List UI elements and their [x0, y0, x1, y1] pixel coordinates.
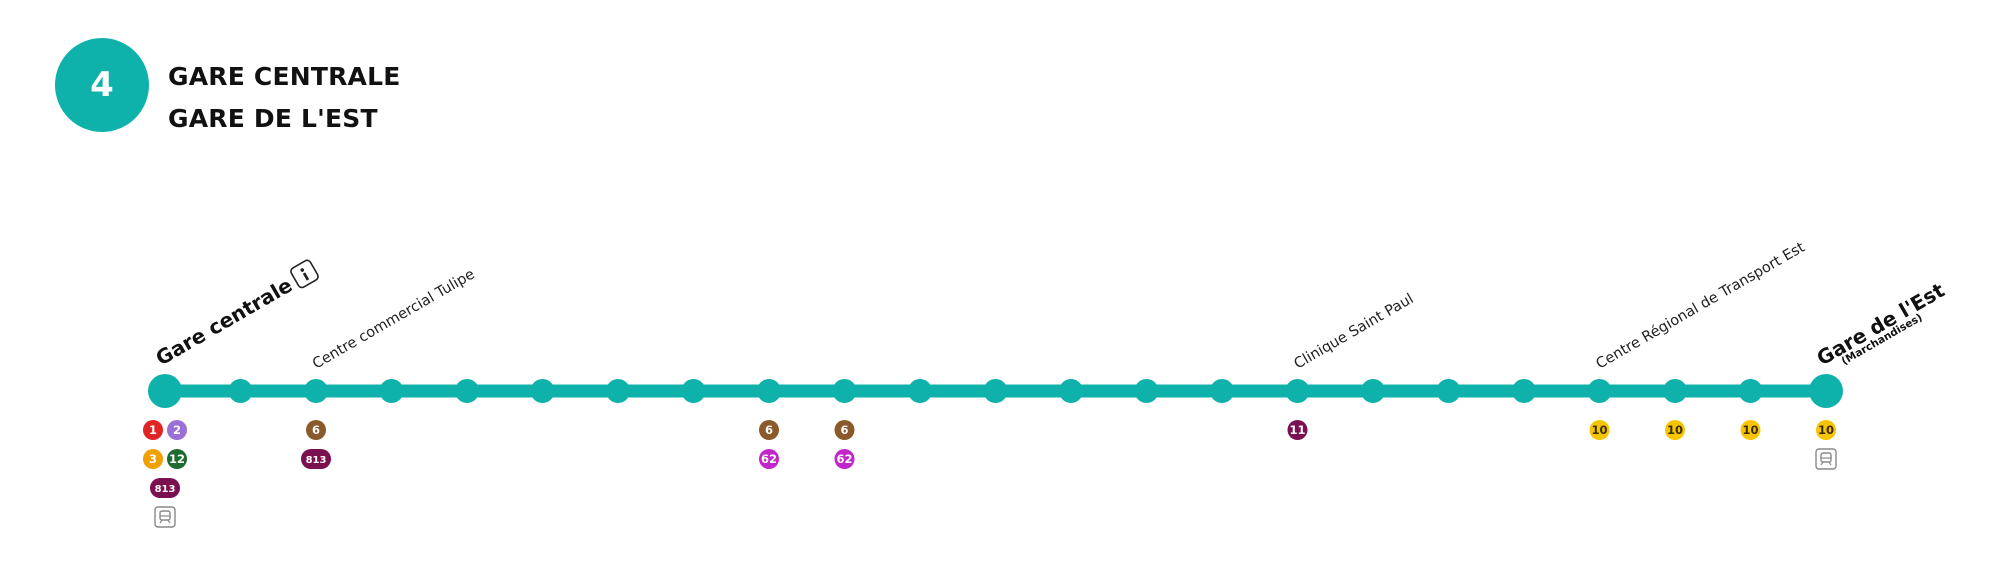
- stop-dot[interactable]: [1059, 379, 1083, 403]
- stop-dot[interactable]: [832, 379, 857, 403]
- stop-dot[interactable]: [1809, 374, 1843, 408]
- route-number: 10: [1667, 423, 1683, 437]
- route-number: 6: [840, 423, 848, 437]
- route-number: 6: [312, 423, 320, 437]
- terminus-destination: GARE DE L'EST: [168, 104, 378, 133]
- route-badge[interactable]: [306, 420, 326, 440]
- route-badge[interactable]: [759, 420, 779, 440]
- train-icon: [1815, 448, 1837, 470]
- stop-label-group: Centre Régional de Transport Est: [1594, 239, 1808, 372]
- stop-label-group: Gare centrale: [152, 273, 297, 370]
- route-badge[interactable]: [1287, 420, 1308, 440]
- terminus-origin: GARE CENTRALE: [168, 62, 401, 91]
- stop-dot[interactable]: [228, 379, 253, 403]
- line-number: 4: [90, 65, 114, 105]
- route-badge[interactable]: [1589, 420, 1610, 440]
- route-number: 1: [149, 423, 157, 437]
- stop-name: Clinique Saint Paul: [1292, 291, 1417, 372]
- stop-name: Centre Régional de Transport Est: [1594, 239, 1808, 372]
- stop-label-group: Gare de l'Est: [1813, 278, 1949, 371]
- stop-dot[interactable]: [1512, 379, 1536, 403]
- stop-label-group: Clinique Saint Paul: [1292, 291, 1417, 372]
- stop-dot[interactable]: [681, 379, 706, 403]
- stop-dot[interactable]: [908, 379, 932, 403]
- stop-dot[interactable]: [1361, 379, 1385, 403]
- stop-dot[interactable]: [1587, 379, 1612, 403]
- route-badge[interactable]: [834, 449, 855, 469]
- stop-dot[interactable]: [1663, 379, 1687, 403]
- stop-dot[interactable]: [757, 379, 781, 403]
- route-badge[interactable]: [1665, 420, 1685, 440]
- route-badge[interactable]: [167, 420, 187, 440]
- stop-name: Gare centrale: [152, 273, 297, 370]
- stop-label-group: Centre commercial Tulipe: [310, 266, 478, 372]
- route-number: 10: [1742, 423, 1758, 437]
- stop-dot[interactable]: [1134, 379, 1159, 403]
- route-number: 10: [1591, 423, 1607, 437]
- stop-dot[interactable]: [606, 379, 630, 403]
- route-badge[interactable]: [834, 420, 855, 440]
- route-number: 12: [169, 452, 185, 466]
- route-badge[interactable]: [1816, 420, 1836, 440]
- train-icon: [154, 506, 176, 528]
- route-badge[interactable]: [143, 449, 163, 469]
- stop-dot[interactable]: [983, 379, 1008, 403]
- stop-dot[interactable]: [455, 379, 479, 403]
- route-number: 2: [173, 423, 181, 437]
- route-badge[interactable]: [759, 449, 779, 469]
- route-number: 813: [306, 455, 327, 466]
- route-badge[interactable]: [143, 420, 163, 440]
- stop-dot[interactable]: [148, 374, 182, 408]
- info-icon[interactable]: [289, 259, 319, 289]
- stop-dot[interactable]: [530, 379, 555, 403]
- stop-dot[interactable]: [1436, 379, 1461, 403]
- stop-dot[interactable]: [1210, 379, 1234, 403]
- route-number: 10: [1818, 423, 1834, 437]
- route-number: 62: [836, 452, 852, 466]
- line-number-badge: 4: [55, 38, 149, 132]
- route-badge[interactable]: [301, 449, 331, 469]
- stop-dot[interactable]: [1285, 379, 1310, 403]
- route-number: 6: [765, 423, 773, 437]
- stop-dot[interactable]: [379, 379, 404, 403]
- route-badge[interactable]: [150, 478, 180, 498]
- route-number: 3: [149, 452, 157, 466]
- route-number: 11: [1289, 423, 1305, 437]
- route-number: 62: [761, 452, 777, 466]
- stop-name: Gare de l'Est: [1813, 278, 1949, 371]
- route-number: 813: [155, 484, 176, 495]
- route-badge[interactable]: [167, 449, 187, 469]
- stop-dot[interactable]: [1738, 379, 1763, 403]
- stop-name: Centre commercial Tulipe: [310, 266, 478, 372]
- route-badge[interactable]: [1740, 420, 1761, 440]
- stop-dot[interactable]: [304, 379, 328, 403]
